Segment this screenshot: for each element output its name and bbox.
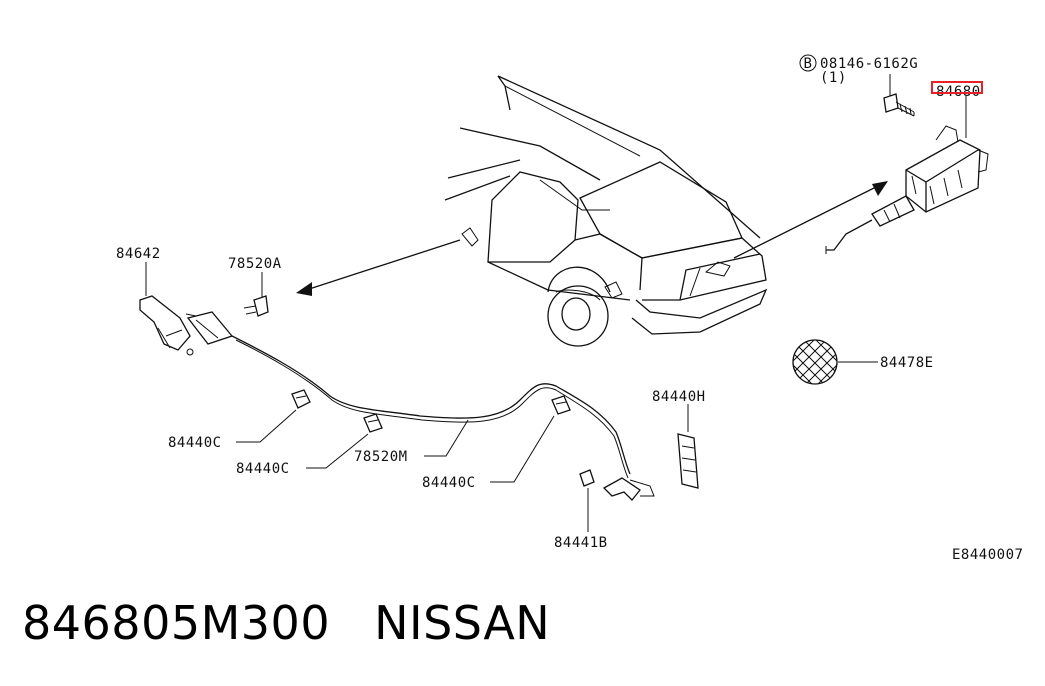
label-cable-clip-3: 84440C — [422, 475, 476, 491]
bolt-marker-circle — [799, 54, 817, 72]
bolt-marker: B — [804, 56, 813, 72]
parts-diagram: B 08146-6162G (1) 84680 84642 78520A 844… — [116, 54, 1023, 563]
brand-name: NISSAN — [374, 596, 551, 650]
release-cable-illustration — [231, 335, 631, 479]
label-grommet: 84441B — [554, 535, 608, 551]
label-plug: 84478E — [880, 355, 934, 371]
label-bolt-spec: 08146-6162G — [820, 56, 918, 72]
pad-illustration — [677, 433, 699, 489]
leader-lines — [145, 74, 967, 532]
label-cable-clip-1: 84440C — [168, 435, 222, 451]
part-labels: B 08146-6162G (1) 84680 84642 78520A 844… — [116, 54, 1023, 563]
figure-code: E8440007 — [952, 547, 1023, 563]
opener-unit-illustration — [825, 93, 989, 254]
car-body-illustration — [444, 75, 768, 347]
cable-clip-icons — [291, 389, 571, 433]
label-bolt-qty: (1) — [820, 70, 847, 86]
highlight-box — [931, 81, 983, 94]
label-cable: 78520M — [354, 449, 408, 465]
plug-illustration — [792, 339, 838, 385]
cable-end-bracket-illustration — [579, 469, 655, 501]
part-number: 846805M300 — [22, 596, 331, 650]
label-clip-upper: 78520A — [228, 256, 282, 272]
label-cable-clip-2: 84440C — [236, 461, 290, 477]
label-pad: 84440H — [652, 389, 706, 405]
pointer-arrows — [296, 181, 888, 296]
release-handle-illustration — [139, 295, 269, 356]
label-handle: 84642 — [116, 246, 161, 262]
part-caption: 846805M300 NISSAN — [22, 596, 550, 650]
